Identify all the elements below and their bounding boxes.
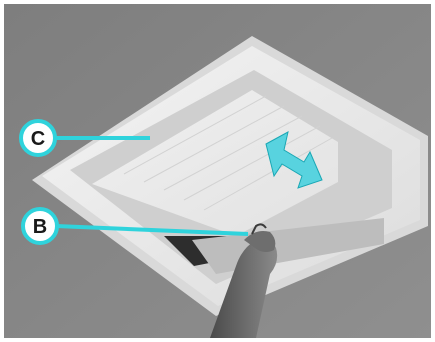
callout-c-label: C [31,128,45,150]
vent-photo: C B [4,4,431,338]
callout-b-label: B [33,216,47,238]
vent-illustration: C B [4,4,431,338]
